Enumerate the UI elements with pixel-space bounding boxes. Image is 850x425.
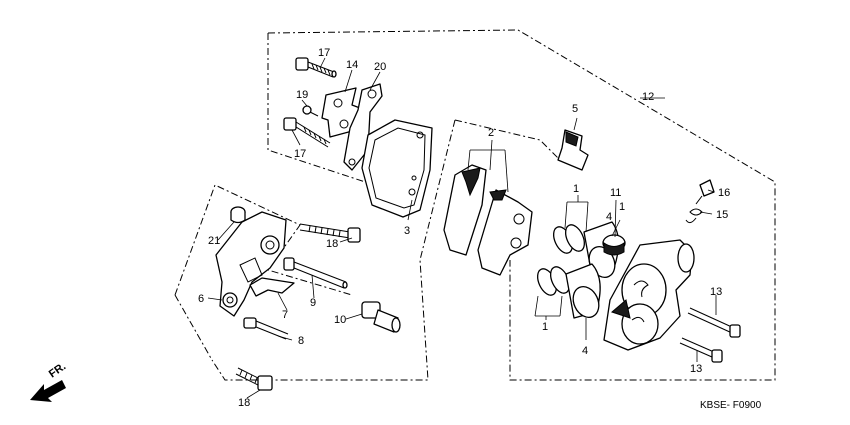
pad-spring-7 xyxy=(249,277,295,297)
callout-1-right: 1 xyxy=(619,201,625,213)
callout-4-upper: 4 xyxy=(606,211,612,223)
pin-13-upper xyxy=(687,307,741,338)
callout-20: 20 xyxy=(374,61,386,73)
callout-17-lower: 17 xyxy=(294,148,306,160)
callout-13-lower: 13 xyxy=(690,363,702,375)
callout-11: 11 xyxy=(610,187,621,199)
callout-10: 10 xyxy=(334,314,346,326)
screw-19 xyxy=(302,105,319,117)
bracket-14 xyxy=(321,87,361,138)
callout-4-lower: 4 xyxy=(582,345,588,357)
group-outlines xyxy=(174,29,776,381)
pin-13-lower xyxy=(679,337,723,363)
callout-7: 7 xyxy=(282,309,288,321)
bleeder-cap-15 xyxy=(685,208,703,224)
callout-18-upper: 18 xyxy=(326,238,338,250)
callout-16: 16 xyxy=(718,187,730,199)
leader-lines xyxy=(207,57,717,399)
boot-11 xyxy=(602,234,626,256)
pin-8 xyxy=(243,317,289,340)
callout-2: 2 xyxy=(488,127,494,139)
callout-1-lower: 1 xyxy=(542,321,548,333)
callout-6: 6 xyxy=(198,293,204,305)
figure-code: KBSE- F0900 xyxy=(700,400,762,411)
callout-21: 21 xyxy=(208,235,220,247)
callout-8: 8 xyxy=(298,335,304,347)
callout-5: 5 xyxy=(572,103,578,115)
callout-17-upper: 17 xyxy=(318,47,330,59)
callout-9: 9 xyxy=(310,297,316,309)
dust-boot-21 xyxy=(230,206,246,224)
callout-labels: 1 1 1 2 3 4 4 5 6 7 8 9 10 11 12 13 13 1… xyxy=(198,47,730,409)
front-direction-arrow xyxy=(30,380,66,402)
callout-15: 15 xyxy=(716,209,728,221)
bleeder-10 xyxy=(361,301,401,333)
piston-seals-lower xyxy=(536,263,601,319)
bolt-17-lower xyxy=(283,117,331,148)
brake-pad-2 xyxy=(443,164,533,276)
callout-1-upper: 1 xyxy=(573,183,579,195)
bleeder-screw-16 xyxy=(695,179,715,205)
bolt-18-lower xyxy=(235,367,273,391)
pad-retainer-5 xyxy=(557,129,589,171)
callout-12: 12 xyxy=(642,91,654,103)
callout-19: 19 xyxy=(296,89,308,101)
pin-9 xyxy=(283,257,348,289)
shim-plate-20 xyxy=(343,83,383,171)
callout-3: 3 xyxy=(404,225,410,237)
caliper-body-12 xyxy=(603,239,695,351)
pad-shim-3 xyxy=(361,119,433,218)
callout-13-upper: 13 xyxy=(710,286,722,298)
callout-18-lower: 18 xyxy=(238,397,250,409)
direction-label: FR. xyxy=(47,360,68,380)
callout-14: 14 xyxy=(346,59,358,71)
caliper-bracket-6 xyxy=(215,211,287,317)
bolt-17-upper xyxy=(295,57,337,78)
